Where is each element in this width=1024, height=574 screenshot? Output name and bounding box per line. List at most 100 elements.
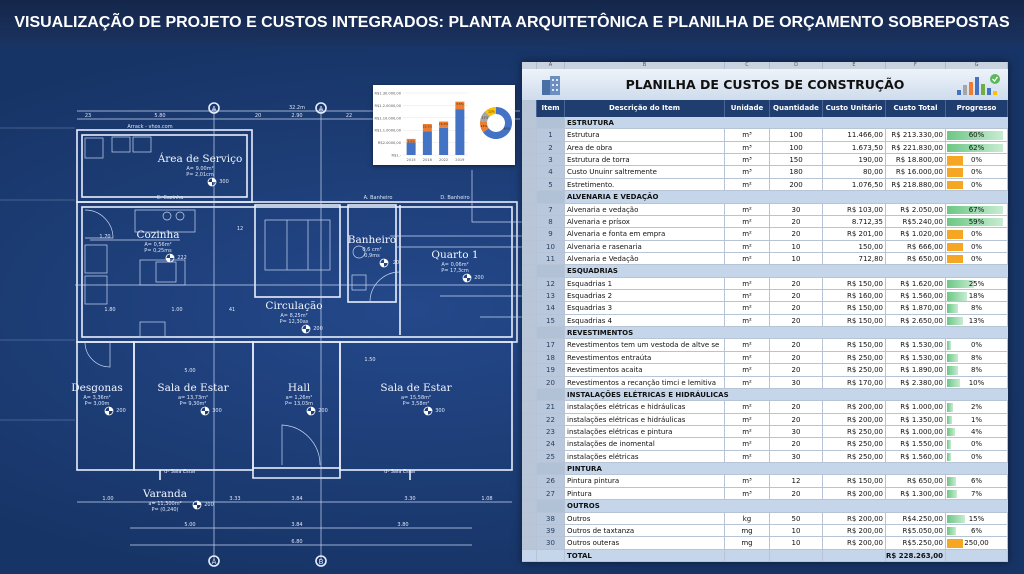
- row-gutter[interactable]: [522, 351, 537, 365]
- unit-cost-cell[interactable]: 150,00: [823, 240, 886, 253]
- unit-cost-cell[interactable]: 1.076,50: [823, 178, 886, 192]
- total-cost-cell[interactable]: R$ 1.550,00: [886, 438, 946, 451]
- row-gutter[interactable]: [522, 129, 537, 142]
- row-gutter[interactable]: [522, 401, 537, 414]
- row-gutter[interactable]: [522, 302, 537, 315]
- unit-cell[interactable]: m²: [725, 450, 770, 464]
- item-number[interactable]: 30: [537, 537, 565, 550]
- unit-cell[interactable]: kg: [725, 512, 770, 525]
- total-cost-cell[interactable]: R$ 2.380,00: [886, 376, 946, 389]
- description-cell[interactable]: Esquadrias 2: [565, 290, 725, 303]
- description-cell[interactable]: Outros de taxtanza: [565, 524, 725, 538]
- item-number[interactable]: 9: [537, 228, 565, 241]
- row-gutter[interactable]: [522, 154, 537, 167]
- column-letter[interactable]: C: [725, 62, 770, 69]
- unit-cost-cell[interactable]: R$ 150,00: [823, 302, 886, 315]
- quantity-cell[interactable]: 20: [770, 487, 823, 501]
- section-name[interactable]: INSTALAÇÕES ELÉTRICAS E HIDRÁULICAS: [565, 389, 1008, 402]
- section-name[interactable]: OUTROS: [565, 500, 1008, 513]
- item-number[interactable]: 26: [537, 475, 565, 488]
- section-name[interactable]: REVESTIMENTOS: [565, 327, 1008, 340]
- column-header[interactable]: Custo Total: [886, 100, 946, 117]
- unit-cell[interactable]: m³: [725, 154, 770, 167]
- total-cost-cell[interactable]: R$ 221.830,00: [886, 141, 946, 155]
- item-number[interactable]: 11: [537, 252, 565, 266]
- row-gutter[interactable]: [522, 425, 537, 439]
- progress-cell[interactable]: 0%: [946, 178, 1008, 192]
- progress-cell[interactable]: 13%: [946, 314, 1008, 328]
- total-cost-cell[interactable]: R$ 650,00: [886, 475, 946, 488]
- unit-cell[interactable]: m²: [725, 351, 770, 365]
- unit-cell[interactable]: m²: [725, 290, 770, 303]
- description-cell[interactable]: instalações de inomental: [565, 438, 725, 451]
- item-number[interactable]: 22: [537, 413, 565, 426]
- description-cell[interactable]: Revestimentos entraúta: [565, 351, 725, 365]
- row-gutter[interactable]: [522, 339, 537, 352]
- item-cell[interactable]: [537, 388, 565, 402]
- total-cost-cell[interactable]: R$ 1.300,00: [886, 487, 946, 501]
- description-cell[interactable]: Esquadrias 1: [565, 277, 725, 291]
- row-gutter[interactable]: [522, 240, 537, 253]
- unit-cost-cell[interactable]: R$ 250,00: [823, 450, 886, 464]
- total-cost-cell[interactable]: R$ 1.530,00: [886, 339, 946, 352]
- description-cell[interactable]: Pintura: [565, 487, 725, 501]
- unit-cell[interactable]: m²: [725, 203, 770, 216]
- section-name[interactable]: PINTURA: [565, 463, 1008, 476]
- progress-cell[interactable]: 18%: [946, 290, 1008, 303]
- total-cost-cell[interactable]: R$ 1.530,00: [886, 351, 946, 365]
- row-gutter[interactable]: [522, 500, 537, 513]
- item-number[interactable]: 17: [537, 339, 565, 352]
- quantity-cell[interactable]: 20: [770, 302, 823, 315]
- description-cell[interactable]: Custo Unuinr saltremente: [565, 166, 725, 179]
- total-cost-cell[interactable]: R$ 2.050,00: [886, 203, 946, 216]
- unit-cell[interactable]: m³: [725, 141, 770, 155]
- item-number[interactable]: 12: [537, 277, 565, 291]
- unit-cost-cell[interactable]: R$ 170,00: [823, 376, 886, 389]
- total-value[interactable]: R$ 228.263,00: [886, 549, 946, 562]
- item-cell[interactable]: [537, 549, 565, 562]
- total-cost-cell[interactable]: R$ 1.350,00: [886, 413, 946, 426]
- item-number[interactable]: 39: [537, 524, 565, 538]
- column-header[interactable]: Custo Unitário: [823, 100, 886, 117]
- progress-cell[interactable]: 67%: [946, 203, 1008, 216]
- empty-cell[interactable]: [823, 549, 886, 562]
- quantity-cell[interactable]: 20: [770, 228, 823, 241]
- progress-cell[interactable]: 60%: [946, 129, 1008, 142]
- unit-cell[interactable]: m²: [725, 302, 770, 315]
- total-cost-cell[interactable]: R$ 650,00: [886, 252, 946, 266]
- description-cell[interactable]: instalações elétricas e hidráulicas: [565, 413, 725, 426]
- total-cost-cell[interactable]: R$ 18.800,00: [886, 154, 946, 167]
- item-number[interactable]: 13: [537, 290, 565, 303]
- section-name[interactable]: ESQUADRIAS: [565, 265, 1008, 278]
- progress-cell[interactable]: 25%: [946, 277, 1008, 291]
- row-gutter[interactable]: [522, 537, 537, 550]
- item-number[interactable]: 10: [537, 240, 565, 253]
- description-cell[interactable]: Area de obra: [565, 141, 725, 155]
- total-cost-cell[interactable]: R$5.250,00: [886, 537, 946, 550]
- progress-cell[interactable]: 0%: [946, 252, 1008, 266]
- row-gutter[interactable]: [522, 388, 537, 402]
- column-letter[interactable]: F: [886, 62, 946, 69]
- progress-cell[interactable]: 8%: [946, 351, 1008, 365]
- total-cost-cell[interactable]: R$4.250,00: [886, 512, 946, 525]
- quantity-cell[interactable]: 12: [770, 475, 823, 488]
- row-gutter[interactable]: [522, 376, 537, 389]
- unit-cell[interactable]: m²: [725, 364, 770, 377]
- column-header[interactable]: Quantidade: [770, 100, 823, 117]
- description-cell[interactable]: Outros: [565, 512, 725, 525]
- total-cost-cell[interactable]: R$ 2.650,00: [886, 314, 946, 328]
- quantity-cell[interactable]: 20: [770, 277, 823, 291]
- progress-cell[interactable]: 10%: [946, 376, 1008, 389]
- empty-cell[interactable]: [725, 549, 770, 562]
- unit-cost-cell[interactable]: R$ 200,00: [823, 512, 886, 525]
